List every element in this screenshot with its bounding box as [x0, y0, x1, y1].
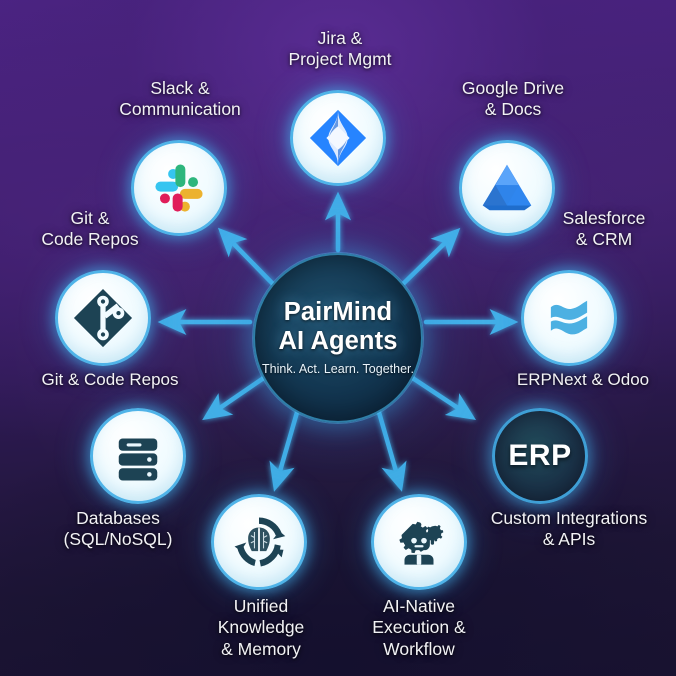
- hub-tagline: Think. Act. Learn. Together.: [262, 362, 414, 377]
- connector-databases: [202, 372, 271, 421]
- hub-title-line1: PairMind: [283, 298, 393, 327]
- robot-gears-icon: [390, 513, 448, 571]
- node-ai-native[interactable]: [371, 494, 467, 590]
- connector-google-drive: [401, 227, 461, 286]
- node-custom-integrations[interactable]: ERP: [492, 408, 588, 504]
- center-hub[interactable]: PairMind AI Agents Think. Act. Learn. To…: [253, 253, 423, 423]
- node-salesforce[interactable]: [521, 270, 617, 366]
- salesforce-wave-icon: [540, 289, 598, 347]
- node-slack[interactable]: [131, 140, 227, 236]
- git-icon: [72, 287, 134, 349]
- jira-icon: [307, 107, 369, 169]
- google-drive-icon: [476, 159, 538, 217]
- node-databases[interactable]: [90, 408, 186, 504]
- node-git[interactable]: [55, 270, 151, 366]
- connector-slack: [217, 227, 275, 286]
- hub-title-line2: AI Agents: [278, 326, 398, 355]
- connector-ai-native: [373, 399, 407, 492]
- connector-unified-knowledge: [269, 399, 303, 492]
- node-unified-knowledge[interactable]: [211, 494, 307, 590]
- erp-text-icon: ERP: [508, 439, 572, 472]
- connector-custom-integrations: [405, 372, 477, 420]
- brain-cycle-icon: [230, 513, 288, 571]
- database-icon: [110, 428, 166, 484]
- node-google-drive[interactable]: [459, 140, 555, 236]
- node-jira[interactable]: [290, 90, 386, 186]
- slack-icon: [150, 159, 208, 217]
